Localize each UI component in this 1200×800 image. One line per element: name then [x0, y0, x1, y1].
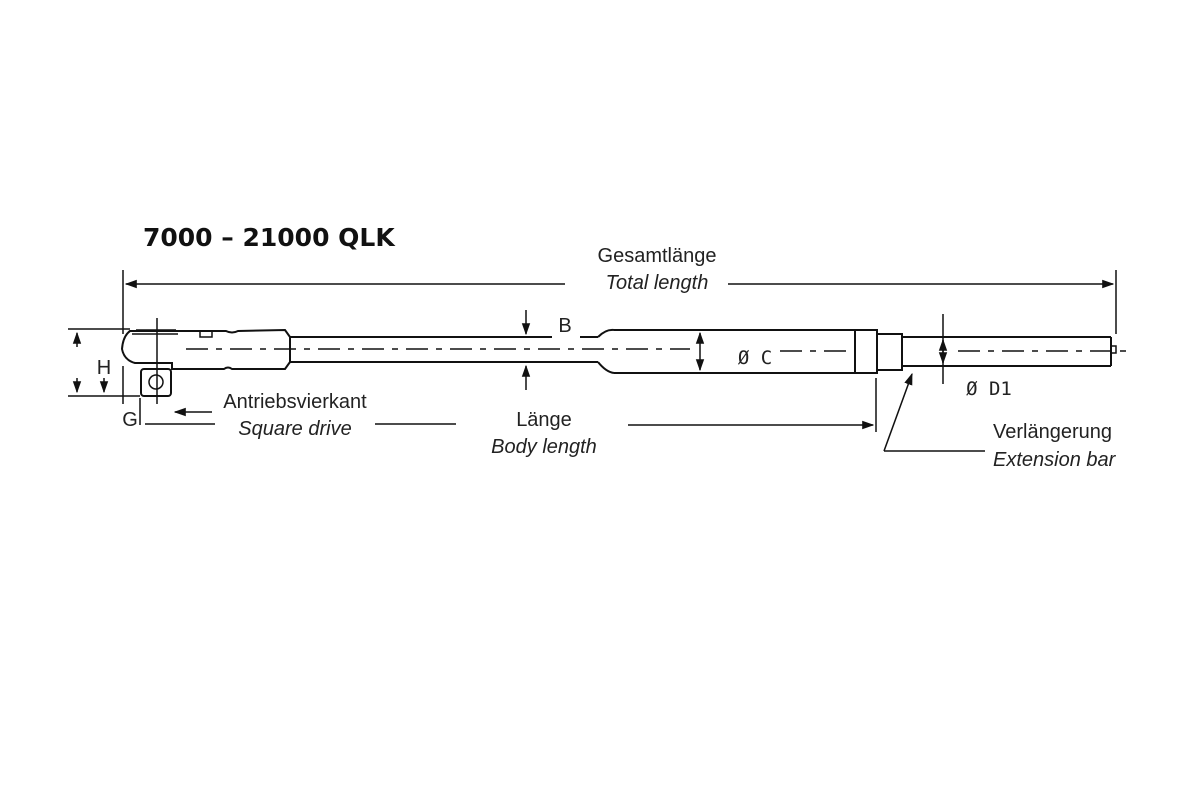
square-drive-block — [140, 368, 172, 397]
square-drive-label-en: Square drive — [238, 418, 351, 440]
total-length-label-en: Total length — [606, 272, 709, 294]
dim-b-label: B — [558, 315, 571, 337]
extension-coupler — [876, 333, 903, 371]
body-length-label-en: Body length — [491, 436, 597, 458]
extension-label-de: Verlängerung — [993, 421, 1112, 443]
square-drive-circle — [148, 374, 164, 390]
dim-h-label: H — [97, 357, 111, 379]
square-drive-label-de: Antriebsvierkant — [223, 391, 367, 413]
grip-collar — [854, 329, 878, 374]
dim-g-label: G — [122, 409, 138, 431]
body-length-dimension: Länge Body length — [491, 378, 877, 458]
extension-label-en: Extension bar — [993, 449, 1117, 471]
wrench-body — [120, 318, 1130, 404]
extension-bar-callout: Verlängerung Extension bar — [883, 372, 1117, 471]
wrench-head — [120, 328, 291, 370]
total-length-label-de: Gesamtlänge — [598, 245, 717, 267]
dimension-b: B — [521, 310, 572, 390]
dimension-d1: Ø D1 — [938, 314, 1012, 400]
dimension-h: H — [68, 328, 140, 397]
total-length-dimension: Gesamtlänge Total length — [122, 245, 1117, 334]
square-drive-callout: Antriebsvierkant Square drive — [145, 391, 456, 440]
ratchet-lever — [199, 330, 213, 338]
dimension-g: G — [122, 366, 141, 431]
dim-d1-label: Ø D1 — [966, 378, 1012, 400]
dimension-c: Ø C — [695, 331, 772, 372]
dim-c-label: Ø C — [738, 347, 772, 369]
body-length-label-de: Länge — [516, 409, 572, 431]
diagram-title: 7000 – 21000 QLK — [143, 223, 396, 252]
